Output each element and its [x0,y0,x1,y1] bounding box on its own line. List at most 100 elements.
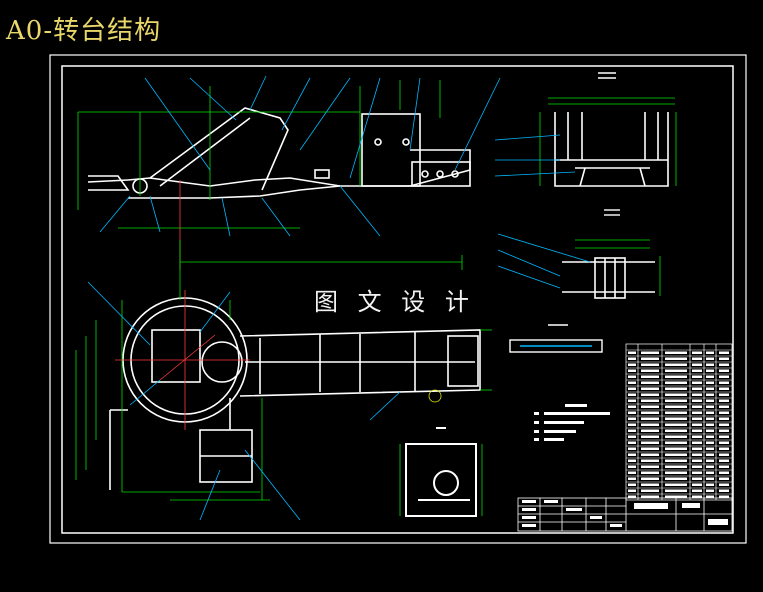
parts-list-cell-text [692,483,702,486]
parts-list-cell-text [628,489,636,492]
parts-list-cell-text [665,483,687,486]
parts-list-cell-text [719,399,729,402]
parts-list-cell-text [641,351,659,354]
parts-list-cell-text [692,471,702,474]
parts-list-cell-text [628,393,636,396]
title-block-text [522,500,728,527]
parts-list-cell-text [665,471,687,474]
parts-list-cell-text [692,375,702,378]
parts-list-cell-text [692,459,702,462]
parts-list-cell-text [641,399,659,402]
parts-list-cell-text [665,399,687,402]
parts-list-cell-text [665,453,687,456]
parts-list-cell-text [628,471,636,474]
parts-list-cell-text [706,351,714,354]
parts-list-cell-text [692,453,702,456]
parts-list-cell-text [665,393,687,396]
parts-list-cell-text [665,435,687,438]
parts-list-cell-text [692,417,702,420]
parts-list-cell-text [719,459,729,462]
parts-list-cell-text [641,471,659,474]
parts-list-cell-text [641,417,659,420]
plan-view [109,297,481,490]
parts-list-cell-text [665,489,687,492]
parts-list-cell-text [719,417,729,420]
parts-list-cell-text [628,447,636,450]
parts-list-cell-text [719,489,729,492]
parts-list-cell-text [665,369,687,372]
parts-list-cell-text [628,459,636,462]
parts-list-cell-text [641,375,659,378]
end-view-dimensions [399,444,483,516]
watermark-text: 图 文 设 计 [314,288,475,316]
section-view-b [562,257,655,299]
parts-list-cell-text [641,357,659,360]
parts-list-cell-text [706,447,714,450]
parts-list-cell-text [628,399,636,402]
parts-list-cell-text [641,411,659,414]
parts-list-cell-text [706,489,714,492]
parts-list-cell-text [692,357,702,360]
parts-list-cell-text [692,423,702,426]
parts-list-cell-text [706,495,714,498]
parts-list-cell-text [692,489,702,492]
parts-list-cell-text [692,399,702,402]
parts-list-cell-text [628,441,636,444]
technical-notes [534,404,610,441]
parts-list-cell-text [706,459,714,462]
parts-list-cell-text [706,375,714,378]
parts-list-cell-text [665,441,687,444]
parts-list-cell-text [706,363,714,366]
parts-list-cell-text [706,357,714,360]
parts-list-cell-text [641,429,659,432]
section-a-annotations [539,97,677,186]
parts-list-cell-text [692,477,702,480]
parts-list-entries [628,351,729,498]
parts-list-cell-text [628,423,636,426]
section-a-leaders [494,134,576,177]
parts-list-cell-text [641,441,659,444]
parts-list-cell-text [719,477,729,480]
parts-list-cell-text [628,435,636,438]
parts-list-cell-text [665,375,687,378]
parts-list-cell-text [628,375,636,378]
parts-list-cell-text [628,381,636,384]
parts-list-cell-text [719,423,729,426]
parts-list-cell-text [706,435,714,438]
parts-list-cell-text [706,411,714,414]
parts-list-cell-text [641,453,659,456]
plan-view-dimensions [75,300,492,501]
parts-list-cell-text [719,363,729,366]
parts-list-cell-text [719,465,729,468]
parts-list-cell-text [692,381,702,384]
parts-list-cell-text [719,405,729,408]
parts-list-cell-text [719,471,729,474]
parts-list-cell-text [706,399,714,402]
parts-list-cell-text [706,477,714,480]
parts-list-cell-text [628,477,636,480]
parts-list-cell-text [692,363,702,366]
parts-list-cell-text [706,465,714,468]
parts-list-cell-text [628,417,636,420]
parts-list-cell-text [628,411,636,414]
parts-list-cell-text [628,465,636,468]
parts-list-cell-text [665,423,687,426]
parts-list-cell-text [692,405,702,408]
parts-list-cell-text [719,411,729,414]
parts-list-cell-text [719,369,729,372]
parts-list-cell-text [692,393,702,396]
parts-list-cell-text [665,465,687,468]
parts-list-cell-text [641,435,659,438]
parts-list-cell-text [628,351,636,354]
parts-list-cell-text [692,495,702,498]
title-block [517,497,733,532]
side-elevation-dimensions [77,80,463,270]
parts-list-cell-text [719,495,729,498]
parts-list-cell-text [641,459,659,462]
parts-list-cell-text [719,387,729,390]
parts-list-cell-text [719,375,729,378]
parts-list-cell-text [628,495,636,498]
parts-list-cell-text [641,489,659,492]
parts-list-cell-text [628,405,636,408]
parts-list-cell-text [719,393,729,396]
